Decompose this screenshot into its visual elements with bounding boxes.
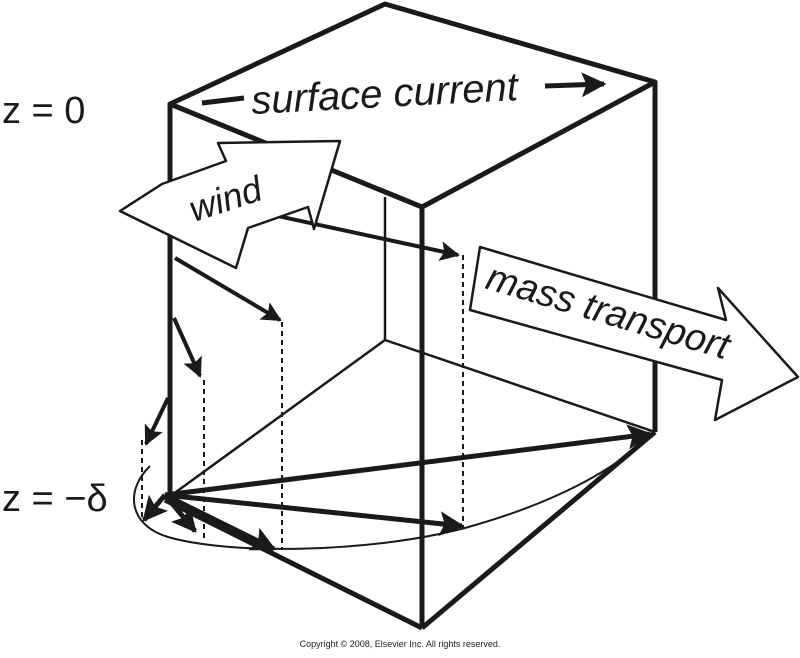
hodograph-arrow: [163, 493, 197, 533]
surface-current-head: [544, 72, 607, 98]
spiral-envelope-curve: [133, 434, 651, 550]
bottom-depth-label: z = −δ: [2, 478, 108, 520]
hodograph-arrow-transport: [164, 424, 653, 498]
hodograph-arrow: [164, 492, 465, 537]
hodograph-arrow: [163, 492, 277, 552]
projection-lines: [141, 255, 464, 550]
depth-current-arrows: [144, 208, 460, 446]
box-bottom-right-edge: [420, 430, 657, 630]
hodograph-arrows: [142, 424, 653, 552]
surface-current-tail: [201, 95, 245, 106]
box-back-bottom-left: [164, 338, 386, 502]
copyright-notice: Copyright © 2008, Elsevier Inc. All righ…: [299, 639, 501, 649]
current-arrow-deep: [144, 397, 170, 446]
surface-depth-label: z = 0: [2, 90, 86, 132]
mass-transport-arrow: [468, 245, 800, 422]
box-bottom-left-edge: [163, 497, 424, 631]
water-column-box: [163, 1, 658, 631]
current-arrow-subsurface: [249, 208, 460, 261]
wind-arrow: [118, 139, 342, 270]
surface-current-label: surface current: [250, 65, 521, 123]
current-arrow-lower: [172, 317, 202, 378]
box-back-bottom-right: [384, 338, 656, 434]
surface-current-arrow: [201, 72, 607, 106]
current-arrow-mid: [173, 256, 282, 322]
hodograph-arrow: [142, 493, 169, 522]
